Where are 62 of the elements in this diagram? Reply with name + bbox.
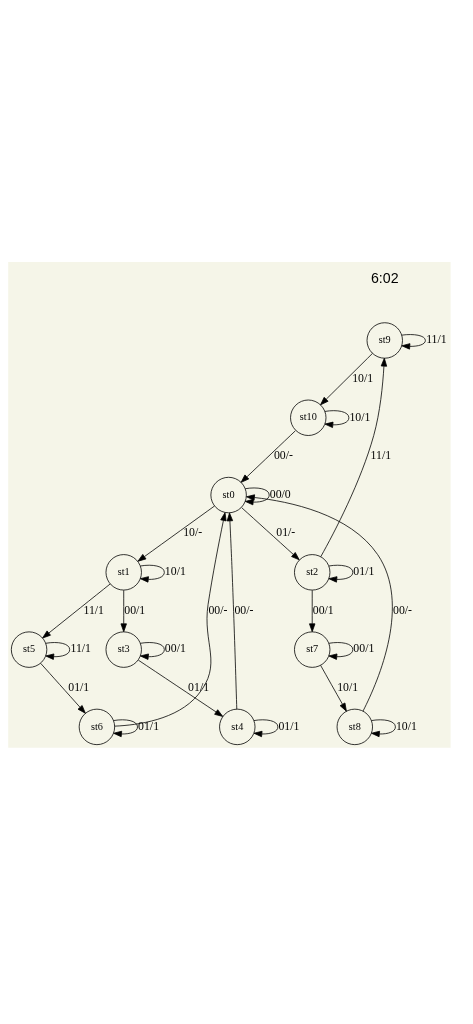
- edge-label: 10/1: [349, 409, 371, 424]
- edge-label: 11/1: [426, 332, 447, 347]
- edge-label: 00/-: [234, 602, 254, 617]
- edge-label: 10/1: [164, 564, 186, 579]
- arrow: [120, 589, 127, 633]
- edge-label: 10/1: [352, 370, 374, 385]
- arrow: [320, 664, 347, 712]
- arrow: [309, 589, 316, 633]
- edge-label: 00/0: [269, 486, 291, 501]
- arrow: [113, 719, 138, 738]
- node-circle: st10: [290, 399, 327, 436]
- arrow: [137, 505, 215, 562]
- arrow: [42, 583, 111, 639]
- edge-label: 01/1: [278, 718, 300, 733]
- arrow: [244, 487, 270, 506]
- arrow: [246, 494, 393, 712]
- arrow: [371, 719, 396, 738]
- arrow: [226, 512, 238, 710]
- edge-label: 00/-: [208, 602, 228, 617]
- arrow: [253, 719, 279, 738]
- arrow: [137, 659, 224, 717]
- arrow: [401, 334, 426, 350]
- edge-label: 10/1: [395, 718, 417, 733]
- node-circle: st3: [105, 631, 142, 668]
- node-circle: st6: [78, 708, 116, 746]
- arrow: [324, 410, 350, 428]
- arrow: [45, 642, 71, 660]
- edge-label: 11/1: [370, 448, 392, 463]
- node-circle: st5: [10, 631, 48, 668]
- edge-label: 11/1: [83, 602, 105, 617]
- edge-label: 00/-: [392, 602, 413, 617]
- edge-label: 01/-: [276, 525, 296, 540]
- arrow: [328, 564, 354, 583]
- label: 6:02: [370, 269, 399, 286]
- node-circle: st0: [210, 476, 247, 514]
- edge-label: 10/-: [183, 525, 203, 540]
- node-circle: st8: [336, 708, 373, 746]
- arrow: [240, 430, 296, 483]
- edge-label: 11/1: [70, 641, 92, 656]
- edge-label: 00/1: [124, 602, 146, 617]
- arrow: [320, 353, 373, 406]
- edge-label: 00/1: [353, 641, 375, 656]
- edge-label: 00/1: [164, 641, 186, 656]
- edge-label: 00/1: [312, 602, 334, 617]
- edge-label: 01/1: [138, 718, 160, 733]
- arrow: [320, 357, 388, 557]
- node-circle: st4: [219, 708, 256, 746]
- edge-label: 10/1: [337, 680, 359, 695]
- arrow: [140, 564, 165, 583]
- edge-label: 00/-: [273, 448, 293, 463]
- node-circle: st2: [294, 554, 331, 591]
- arrow: [40, 662, 86, 714]
- arrow: [140, 642, 165, 660]
- edge-label: 01/1: [353, 564, 375, 579]
- node-circle: st9: [366, 322, 403, 359]
- edge-label: 01/1: [68, 680, 90, 695]
- arrow: [241, 507, 300, 561]
- edge-label: 01/1: [188, 680, 210, 695]
- node-circle: st1: [105, 554, 142, 591]
- arrow: [328, 642, 354, 660]
- node-circle: st7: [294, 631, 331, 668]
- arrow: [114, 512, 227, 727]
